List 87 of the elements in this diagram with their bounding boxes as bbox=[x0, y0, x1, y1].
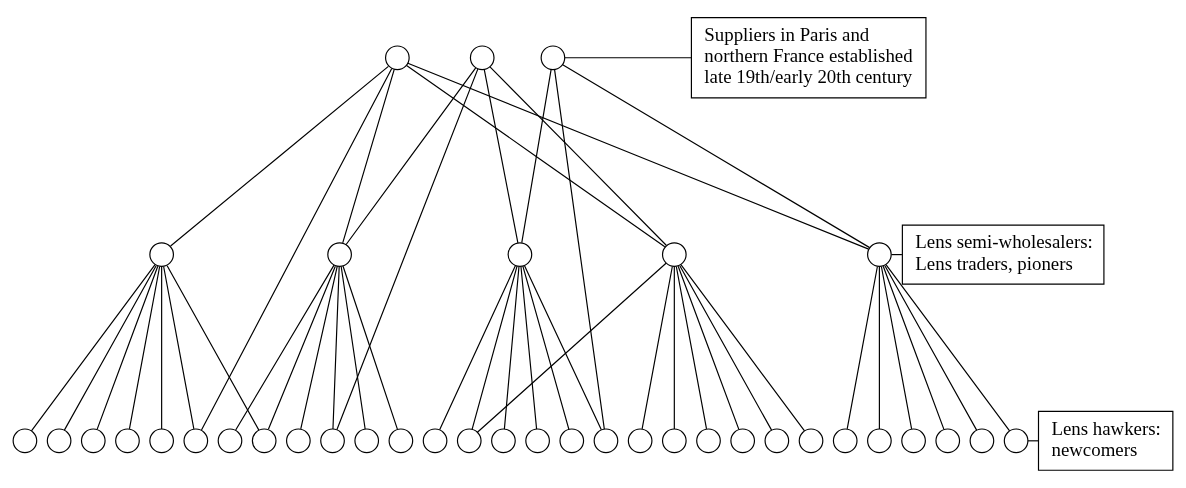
node-circle bbox=[559, 428, 585, 454]
connector bbox=[128, 266, 161, 430]
node-circle bbox=[12, 428, 38, 454]
node-circle bbox=[354, 428, 380, 454]
connector bbox=[679, 265, 773, 431]
node-circle bbox=[867, 428, 892, 454]
node-circle bbox=[764, 428, 790, 454]
connector bbox=[483, 68, 519, 244]
connector bbox=[345, 67, 477, 246]
connector bbox=[562, 64, 871, 249]
node-circle bbox=[901, 428, 926, 454]
connector bbox=[846, 266, 878, 430]
connector bbox=[300, 265, 338, 430]
connector bbox=[503, 266, 520, 430]
node-circle bbox=[183, 428, 209, 454]
node-circle bbox=[115, 428, 140, 454]
node-circle bbox=[1003, 428, 1029, 454]
connector bbox=[476, 262, 667, 433]
connector bbox=[170, 65, 389, 247]
node-circle bbox=[540, 45, 566, 71]
connector bbox=[30, 264, 156, 432]
node-circle bbox=[388, 428, 414, 454]
node-circle bbox=[661, 428, 687, 454]
node-circle bbox=[730, 428, 756, 454]
connector bbox=[677, 265, 740, 430]
node-circle bbox=[661, 242, 687, 267]
connector bbox=[235, 264, 335, 431]
connector bbox=[342, 265, 399, 430]
connector bbox=[554, 69, 605, 430]
node-circle bbox=[696, 428, 721, 454]
connector bbox=[523, 265, 602, 431]
node-circle bbox=[507, 242, 533, 267]
connector bbox=[673, 266, 675, 430]
node-circle bbox=[46, 428, 72, 454]
node-circle bbox=[935, 428, 961, 454]
connector bbox=[878, 266, 880, 430]
connector bbox=[489, 66, 667, 246]
connector bbox=[336, 68, 479, 431]
node-circle bbox=[593, 428, 619, 454]
connector bbox=[63, 265, 157, 431]
connector bbox=[885, 264, 1011, 432]
connector bbox=[890, 254, 903, 256]
node-circle bbox=[798, 428, 824, 454]
connector bbox=[342, 68, 395, 244]
connector bbox=[680, 264, 806, 432]
node-circle bbox=[969, 428, 995, 454]
connector bbox=[884, 265, 978, 431]
node-circle bbox=[832, 428, 858, 454]
connector bbox=[880, 266, 913, 430]
connector bbox=[163, 266, 195, 430]
node-circle bbox=[525, 428, 550, 454]
node-circle bbox=[320, 428, 345, 454]
connector bbox=[521, 69, 552, 244]
connector bbox=[161, 266, 163, 430]
node-circle bbox=[251, 428, 277, 454]
connector bbox=[406, 64, 666, 248]
connector bbox=[520, 266, 538, 430]
connector bbox=[675, 266, 708, 430]
node-circle bbox=[217, 428, 243, 454]
connector bbox=[439, 265, 516, 431]
connector bbox=[407, 62, 870, 250]
connector bbox=[522, 265, 570, 430]
connector bbox=[340, 266, 366, 430]
node-circle bbox=[149, 242, 174, 267]
connector bbox=[641, 266, 673, 430]
node-circle bbox=[385, 45, 410, 71]
node-circle bbox=[469, 45, 495, 71]
node-box: Lens hawkers: newcomers bbox=[1037, 410, 1174, 471]
node-circle bbox=[456, 428, 482, 454]
connector bbox=[564, 57, 692, 59]
node-circle bbox=[327, 242, 352, 267]
connector bbox=[471, 265, 518, 430]
node-circle bbox=[286, 428, 311, 454]
node-circle bbox=[80, 428, 106, 454]
node-circle bbox=[627, 428, 653, 454]
connector bbox=[96, 265, 159, 430]
node-box: Suppliers in Paris and northern France established late 19th/early 20th century bbox=[690, 17, 927, 99]
connector bbox=[166, 265, 260, 431]
connector bbox=[332, 266, 340, 430]
node-circle bbox=[491, 428, 516, 454]
connector bbox=[200, 67, 393, 431]
node-circle bbox=[422, 428, 448, 454]
node-circle bbox=[867, 242, 892, 267]
connector bbox=[882, 265, 945, 430]
node-box: Lens semi-wholesalers: Lens traders, pioners bbox=[901, 224, 1105, 285]
node-circle bbox=[149, 428, 174, 454]
connector bbox=[267, 265, 336, 430]
